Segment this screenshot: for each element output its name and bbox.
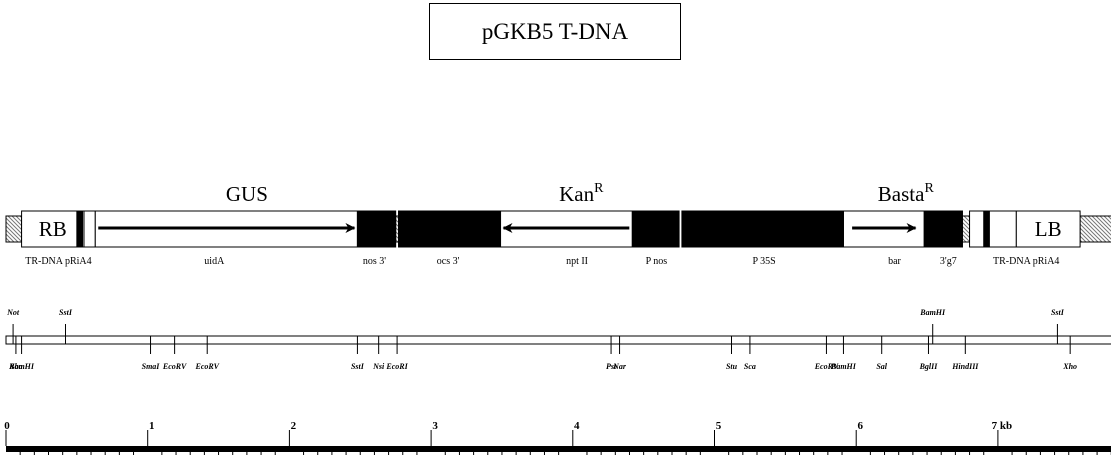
site-bottom-label-stu: Stu [726,362,738,371]
scale-tick-label-6: 6 [857,420,863,432]
site-bottom-label-sali: Sal [876,362,887,371]
scale-bar [6,446,1111,452]
dark-block-3g7 [923,210,963,248]
segment-label-p35s: P 35S [752,256,775,267]
border-box-lb [1015,210,1081,248]
hatched-block-right-flank [5,215,23,243]
segment-label-3g7: 3'g7 [940,256,957,267]
gene-name-kan: KanR [559,181,604,206]
site-bottom-label-nsi: Nsi [372,362,385,371]
hatched-block-left-flank [1079,215,1111,243]
hatched-block-junction-3g7 [961,215,971,243]
site-top-label-bamhi-top: BamHI [919,308,946,317]
scale-tick-label-3: 3 [432,420,438,432]
site-bottom-label-ecorv-1: EcoRV [162,362,187,371]
scale-tick-label-7: 7 kb [992,420,1013,432]
map-layer: RB LB GUS KanR BastaR TR-DNA pRiA4 uidA nos 3' o… [5,181,1111,267]
segment-label-ocs3: ocs 3' [437,256,460,267]
segment-label-pnos: P nos [646,256,668,267]
segment-label-nos3: nos 3' [363,256,386,267]
gene-name-basta: BastaR [878,181,935,206]
dark-block-p35s [681,210,844,248]
site-top-label-sst-1: SstI [59,308,73,317]
border-box-rb [21,210,85,248]
site-bottom-label-bamhi-2: BamHI [830,362,857,371]
segment-label-bar: bar [888,256,901,267]
dark-block-nos3 [356,210,397,248]
site-bottom-label-ecorv-3: EcoRV [814,362,839,371]
site-bottom-label-sst-3: SstI [351,362,365,371]
restriction-map-bar [5,335,1111,345]
scale-tick-label-0: 0 [4,420,10,432]
kb-scale: 0 1 2 3 4 5 6 7 kb [4,420,1111,455]
diagram-title: pGKB5 T-DNA [481,18,629,44]
site-top-label-not: Not [6,308,20,317]
dark-block-ocs3 [398,210,502,248]
site-bottom-label-nar: Nar [612,362,627,371]
site-bottom-label-ecorv-2: EcoRV [195,362,220,371]
segment-label-uida: uidA [204,256,225,267]
scale-tick-label-5: 5 [716,420,722,432]
gene-name-gus: GUS [226,182,268,206]
site-bottom-label-hindiii: HindIII [951,362,979,371]
site-bottom-label-smai: SmaI [142,362,161,371]
segment-label-tr-dna-pria4-left: TR-DNA pRiA4 [993,256,1059,267]
site-bottom-label-xba: Xba [8,362,22,371]
dark-block-right-border-bar [983,210,990,248]
scale-tick-label-1: 1 [149,420,155,432]
gene-superscript-kan: R [594,181,604,196]
border-box-label-rb: RB [39,217,67,241]
site-bottom-label-xho: Xho [1062,362,1077,371]
dark-block-left-border-bar [76,210,84,248]
gene-superscript-basta: R [924,181,934,196]
light-block-rb-spacer [83,210,96,248]
site-bottom-label-pst: Pst [606,362,617,371]
site-bottom-label-ecori: EcoRI [385,362,408,371]
title-box: pGKB5 T-DNA [429,3,681,60]
border-box-label-lb: LB [1035,217,1062,241]
dark-block-pnos [631,210,680,248]
site-bottom-label-bglii: BglII [919,362,939,371]
site-bottom-label-bamhi-1: BamHI [8,362,35,371]
site-top-label-sst-2: SstI [1051,308,1065,317]
light-block-lb-spacer [969,210,1017,248]
segment-label-tr-dna-pria4-right: TR-DNA pRiA4 [25,256,91,267]
site-bottom-label-sca: Sca [744,362,756,371]
scale-tick-label-2: 2 [291,420,297,432]
segment-label-nptii: npt II [566,256,588,267]
scale-tick-label-4: 4 [574,420,580,432]
